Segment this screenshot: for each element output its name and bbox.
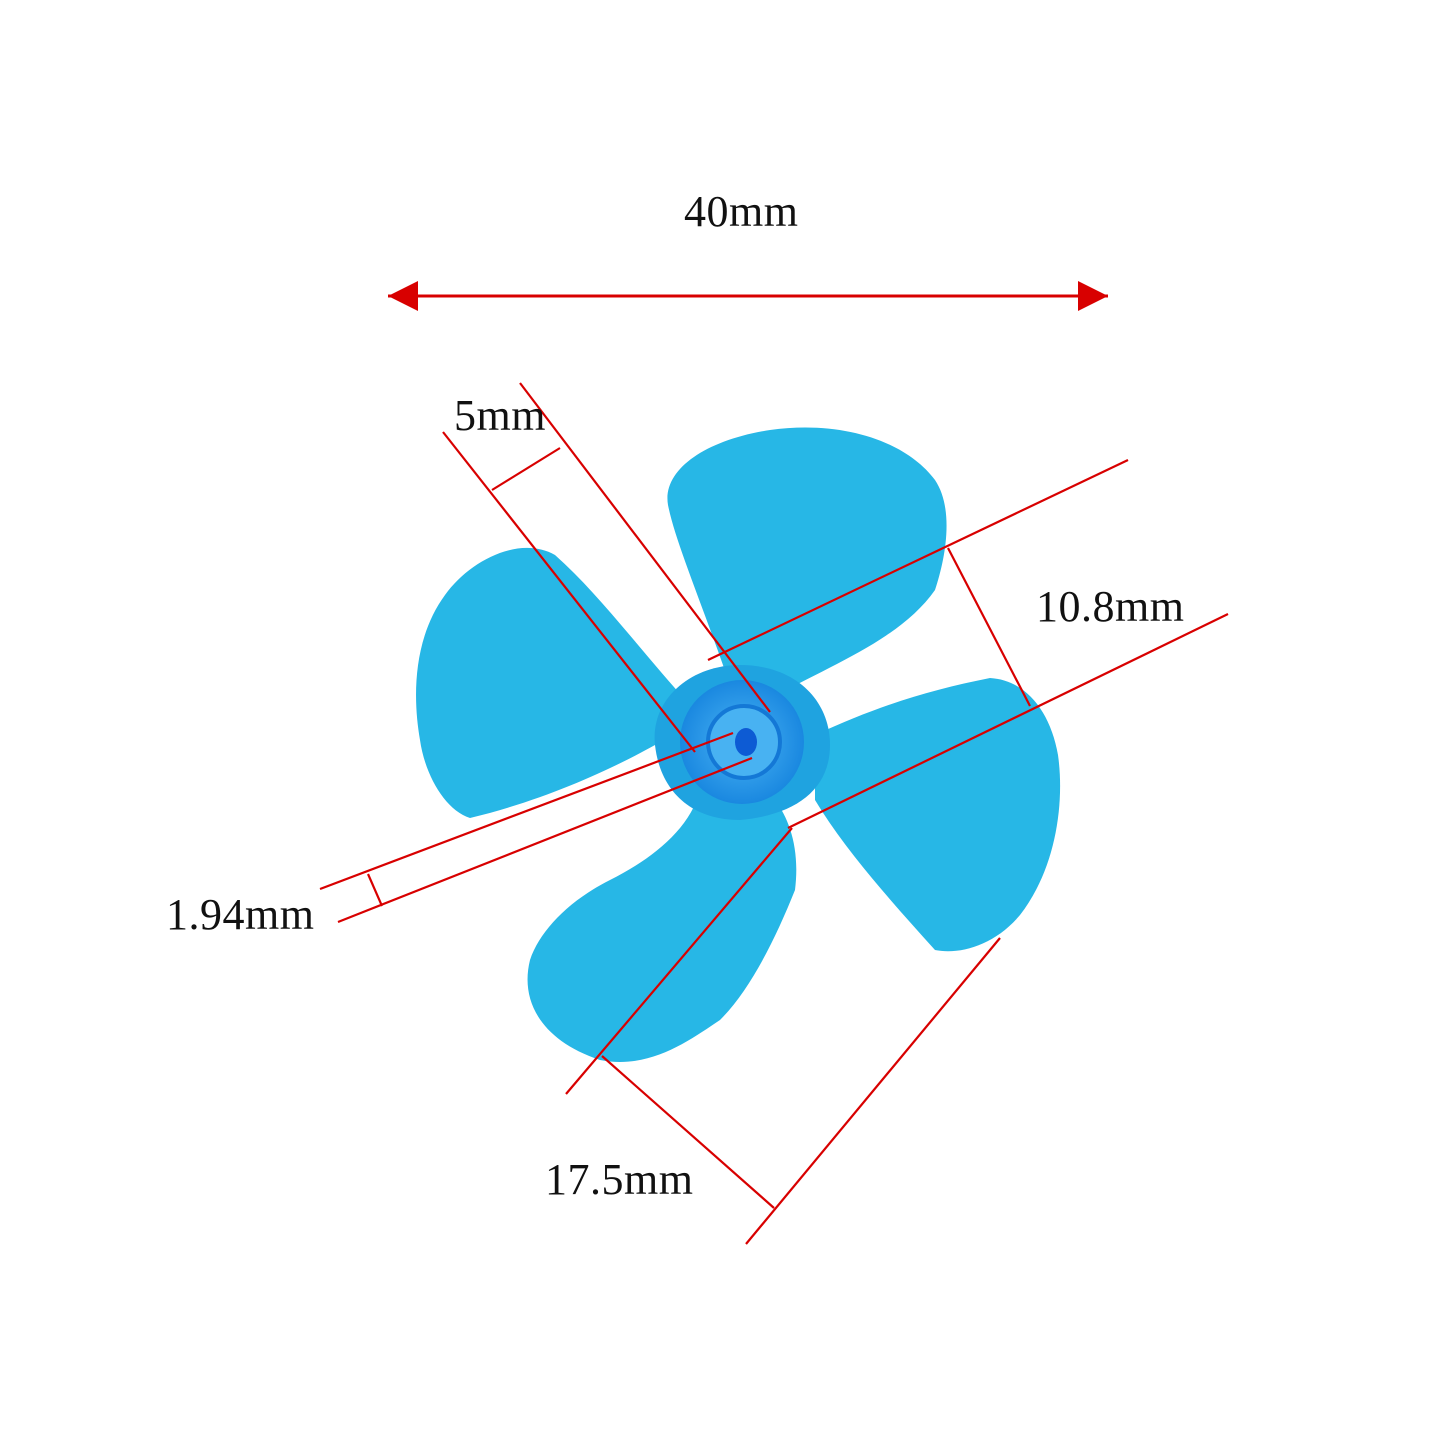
blade-width-label: 10.8mm — [1036, 582, 1185, 631]
propeller-shaft-bore — [735, 728, 757, 756]
propeller — [416, 427, 1061, 1062]
propeller-blade-bottom — [527, 790, 797, 1062]
shaft-hole-label: 1.94mm — [166, 890, 315, 939]
blade-length-label: 17.5mm — [545, 1155, 694, 1204]
propeller-blade-right — [815, 678, 1061, 952]
propeller-blade-left — [416, 547, 690, 818]
shaft-dimension-lines — [319, 731, 753, 924]
blade-width-dimension-lines — [707, 459, 1229, 829]
hub-diameter-label: 5mm — [454, 391, 546, 440]
propeller-blade-top — [667, 427, 947, 700]
hub-dimension-lines — [442, 382, 771, 753]
overall-width-label: 40mm — [684, 187, 799, 236]
blade-length-dimension-lines — [565, 827, 1001, 1245]
